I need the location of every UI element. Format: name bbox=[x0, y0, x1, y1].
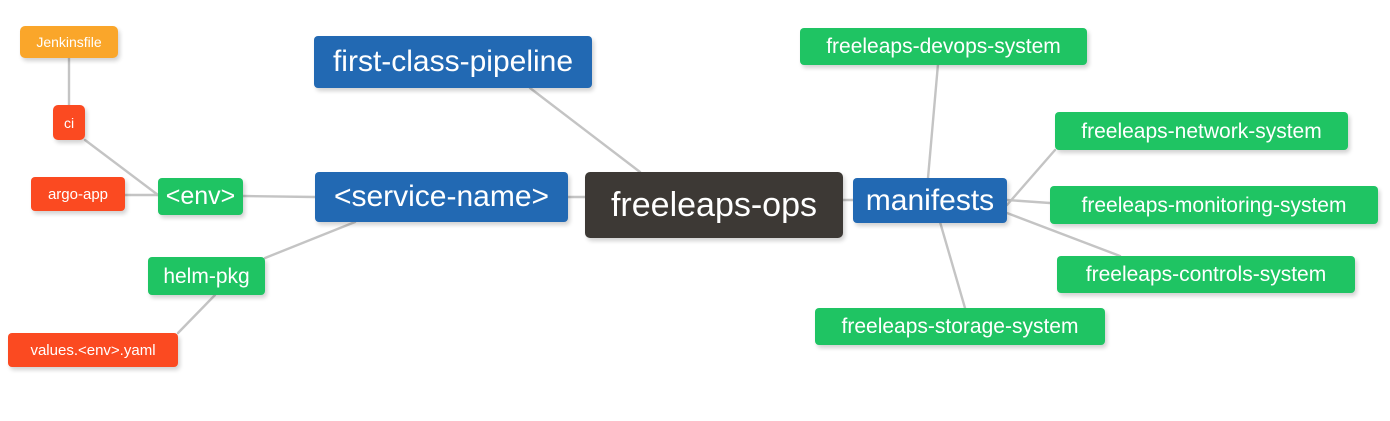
node-freeleaps-ops[interactable]: freeleaps-ops bbox=[585, 172, 843, 238]
node-freeleaps-monitoring-system[interactable]: freeleaps-monitoring-system bbox=[1050, 186, 1378, 224]
edge-manifests-storagesystem bbox=[938, 220, 967, 310]
node-label: <service-name> bbox=[333, 180, 550, 213]
node-env[interactable]: <env> bbox=[158, 178, 243, 215]
node-freeleaps-controls-system[interactable]: freeleaps-controls-system bbox=[1057, 256, 1355, 293]
node-freeleaps-devops-system[interactable]: freeleaps-devops-system bbox=[800, 28, 1087, 65]
node-argo-app[interactable]: argo-app bbox=[31, 177, 125, 211]
node-label: freeleaps-network-system bbox=[1081, 119, 1322, 143]
node-label: <env> bbox=[165, 182, 236, 210]
node-helm-pkg[interactable]: helm-pkg bbox=[148, 257, 265, 295]
edge-manifests-monitoringsystem bbox=[1005, 198, 1052, 205]
node-label: values.<env>.yaml bbox=[30, 341, 156, 359]
edge-valuesyaml-helmpkg bbox=[176, 293, 217, 335]
edge-ci-env bbox=[83, 138, 160, 197]
edge-manifests-networksystem bbox=[1005, 148, 1057, 207]
node-label: first-class-pipeline bbox=[332, 45, 574, 78]
node-label: freeleaps-storage-system bbox=[841, 315, 1079, 338]
node-service-name[interactable]: <service-name> bbox=[315, 172, 568, 222]
node-freeleaps-storage-system[interactable]: freeleaps-storage-system bbox=[815, 308, 1105, 345]
edge-firstclasspipeline-root bbox=[528, 86, 642, 174]
node-label: freeleaps-controls-system bbox=[1085, 263, 1327, 286]
node-label: ci bbox=[63, 114, 75, 131]
edge-manifests-devopssystem bbox=[926, 62, 940, 180]
node-label: argo-app bbox=[47, 185, 109, 203]
node-jenkinsfile[interactable]: Jenkinsfile bbox=[20, 26, 118, 58]
edge-env-servicename bbox=[241, 194, 317, 199]
node-label: helm-pkg bbox=[163, 264, 250, 288]
node-label: freeleaps-devops-system bbox=[826, 35, 1061, 58]
edge-helmpkg-servicename bbox=[263, 220, 357, 260]
edge-manifests-controlssystem bbox=[1005, 211, 1122, 258]
node-label: Jenkinsfile bbox=[36, 34, 102, 50]
node-label: freeleaps-ops bbox=[610, 186, 817, 224]
node-ci[interactable]: ci bbox=[53, 105, 85, 140]
node-first-class-pipeline[interactable]: first-class-pipeline bbox=[314, 36, 592, 88]
node-label: freeleaps-monitoring-system bbox=[1081, 193, 1347, 217]
node-values-yaml[interactable]: values.<env>.yaml bbox=[8, 333, 178, 367]
node-freeleaps-network-system[interactable]: freeleaps-network-system bbox=[1055, 112, 1348, 150]
node-manifests[interactable]: manifests bbox=[853, 178, 1007, 223]
node-label: manifests bbox=[865, 183, 995, 217]
